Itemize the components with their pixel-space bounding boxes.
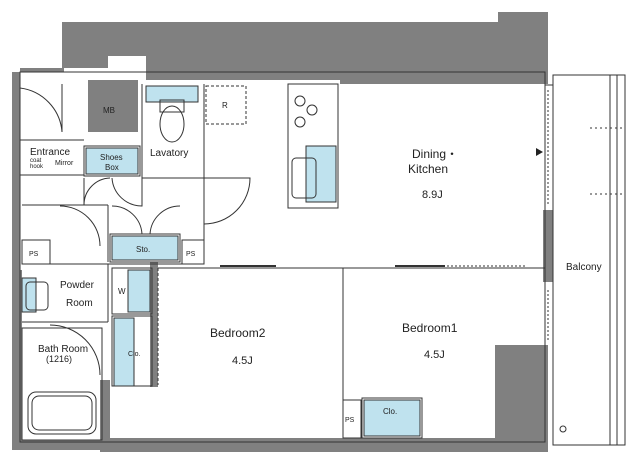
balcony-label: Balcony xyxy=(566,262,602,273)
wall-left xyxy=(12,72,20,450)
wall-right-pier xyxy=(543,210,553,282)
washer-outline xyxy=(111,267,153,315)
corridor-door xyxy=(59,205,101,247)
balcony-outline xyxy=(552,74,626,446)
wall-top-strip xyxy=(20,68,64,72)
doors xyxy=(19,84,553,385)
kitchen-label: Kitchen xyxy=(408,162,448,176)
fridge-space xyxy=(205,85,247,125)
stove-burner-icon xyxy=(294,95,306,107)
labels: Entrance coat hook Mirror MB Shoes Box L… xyxy=(29,101,602,424)
entrance-label: Entrance xyxy=(30,147,70,158)
bedroom1-label: Bedroom1 xyxy=(402,321,458,335)
washer-fill xyxy=(127,269,151,313)
wall-clo-divider xyxy=(150,262,158,387)
closet-bottom-label: Clo. xyxy=(383,407,397,416)
powder-label: Powder xyxy=(60,280,95,291)
bath-outline xyxy=(21,327,103,441)
dining-door xyxy=(203,177,251,225)
sto-outline xyxy=(109,233,181,263)
sto-door-left xyxy=(111,205,143,235)
ps-bottom-label: PS xyxy=(345,417,355,424)
stove-burner-icon xyxy=(306,104,318,116)
room-label: Room xyxy=(66,298,93,309)
mirror-label: Mirror xyxy=(55,160,74,167)
stove-burner-icon xyxy=(294,116,306,128)
wall-mb xyxy=(88,80,138,132)
closet-left-label: Clo. xyxy=(128,351,141,358)
bedroom2-size-label: 4.5J xyxy=(232,355,253,367)
kitchen-counter xyxy=(287,83,339,209)
refrigerator-label: R xyxy=(222,101,228,110)
wall-bath-divider xyxy=(100,380,110,442)
walls xyxy=(12,12,553,452)
dining-label: Dining・ xyxy=(412,147,458,161)
closet-left-fill xyxy=(113,317,135,387)
ps-bottom-outline xyxy=(342,399,362,439)
kitchen-fixtures xyxy=(25,95,318,311)
closet-bottom-outline xyxy=(361,397,423,439)
entrance-door xyxy=(19,84,63,133)
ps-left-label: PS xyxy=(29,251,39,258)
shoes-box-fill xyxy=(85,147,139,175)
shoes-box-outline xyxy=(83,145,141,177)
bedroom2-label: Bedroom2 xyxy=(210,326,266,340)
powder-sink-fill xyxy=(21,277,37,313)
mb-label: MB xyxy=(103,106,115,115)
sto-door-right xyxy=(149,205,181,235)
coat-label: coat xyxy=(30,158,42,164)
kitchen-sink-fill xyxy=(305,145,337,203)
hook-label: hook xyxy=(30,164,44,170)
wall-bottom-right xyxy=(495,345,548,452)
dining-size-label: 8.9J xyxy=(422,189,443,201)
ps-center-label: PS xyxy=(186,251,196,258)
interior-boundary xyxy=(19,71,546,443)
wall-top xyxy=(88,22,548,84)
kitchen-sink-icon xyxy=(291,157,317,199)
wall-right-column xyxy=(498,12,548,82)
closet-bottom-fill xyxy=(363,399,421,437)
sto-label: Sto. xyxy=(136,245,150,254)
bedroom1-size-label: 4.5J xyxy=(424,349,445,361)
bath-door xyxy=(49,324,101,376)
thin-lines xyxy=(19,71,626,446)
washer-label: W xyxy=(118,287,126,296)
shoes-door xyxy=(83,177,111,206)
toilet-icon xyxy=(159,105,185,143)
shoes-box-label-2: Box xyxy=(105,163,119,172)
powder-basin-icon xyxy=(25,281,49,311)
lavatory-door xyxy=(111,177,143,207)
sto-fill xyxy=(111,235,179,261)
shoes-box-label: Shoes xyxy=(100,153,123,162)
bath-label: Bath Room xyxy=(38,344,88,355)
arrow-icon xyxy=(536,148,543,156)
lavatory-label: Lavatory xyxy=(150,148,188,159)
drain-icon xyxy=(559,425,567,433)
lavatory-sink-fill xyxy=(145,85,199,103)
storage-fills xyxy=(21,85,421,437)
wall-bottom xyxy=(100,438,500,452)
bathtub xyxy=(27,391,97,435)
bath-size-label: (1216) xyxy=(46,354,72,364)
